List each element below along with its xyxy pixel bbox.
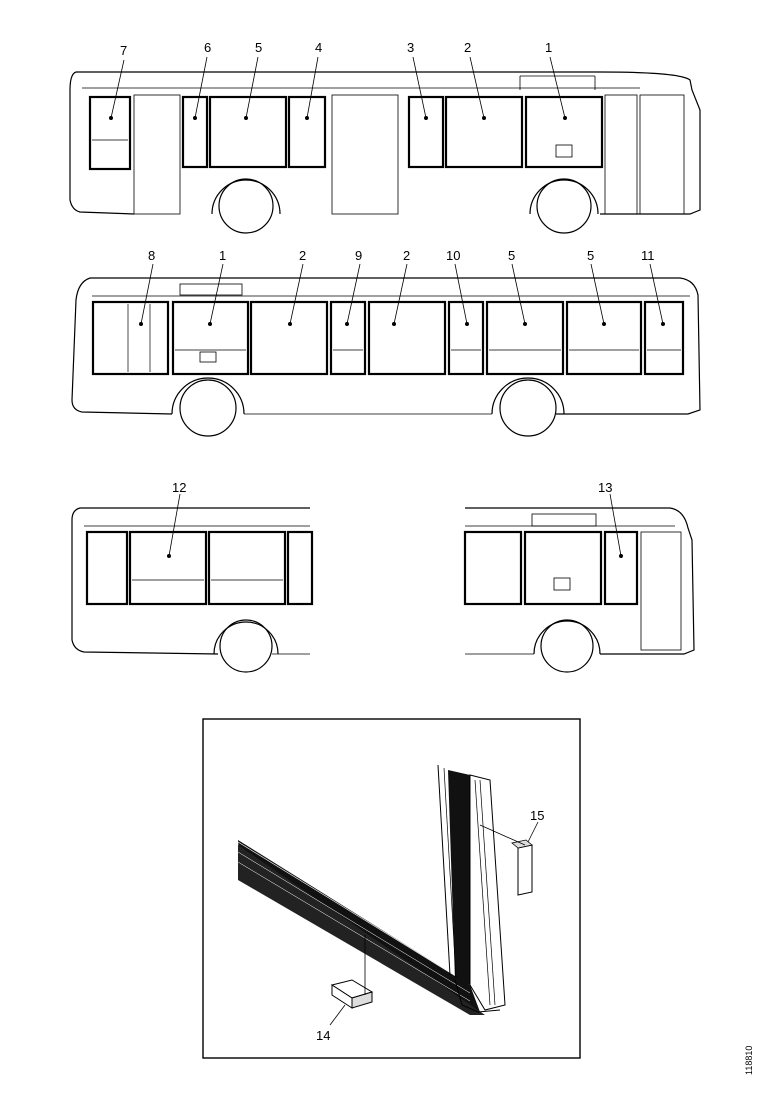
window-1b bbox=[171, 300, 250, 376]
window-1c bbox=[523, 530, 603, 606]
window-5c bbox=[565, 300, 643, 376]
label-1-mid: 1 bbox=[219, 248, 226, 263]
label-14: 14 bbox=[316, 1028, 330, 1043]
label-7: 7 bbox=[120, 43, 127, 58]
label-2-mid-a: 2 bbox=[299, 248, 306, 263]
window-2b bbox=[249, 300, 329, 376]
window-10 bbox=[447, 300, 485, 376]
part-15-block bbox=[517, 844, 533, 896]
label-1-top: 1 bbox=[545, 40, 552, 55]
label-5-top: 5 bbox=[255, 40, 262, 55]
window-2c bbox=[367, 300, 447, 376]
label-6: 6 bbox=[204, 40, 211, 55]
label-5-mid-a: 5 bbox=[508, 248, 515, 263]
window-7 bbox=[88, 95, 132, 171]
label-11: 11 bbox=[641, 248, 655, 263]
window-9 bbox=[329, 300, 367, 376]
bus-view-right-side: 7 6 5 4 3 2 1 bbox=[69, 40, 701, 234]
window-3 bbox=[407, 95, 445, 169]
label-9: 9 bbox=[355, 248, 362, 263]
label-12: 12 bbox=[172, 480, 186, 495]
window-4 bbox=[287, 95, 327, 169]
seal-detail-inset: 15 14 bbox=[202, 718, 581, 1059]
figure-code: 118810 bbox=[744, 1046, 754, 1075]
label-5-mid-b: 5 bbox=[587, 248, 594, 263]
window-12 bbox=[128, 530, 208, 606]
window-cut-right bbox=[463, 530, 523, 606]
label-15: 15 bbox=[530, 808, 544, 823]
label-8: 8 bbox=[148, 248, 155, 263]
label-2-top: 2 bbox=[464, 40, 471, 55]
window-13 bbox=[603, 530, 639, 606]
bus-view-left-side: 8 1 2 9 2 10 5 5 11 bbox=[71, 248, 701, 437]
window-11 bbox=[643, 300, 685, 376]
window-cut-left bbox=[286, 530, 314, 606]
window-rear-left bbox=[207, 530, 287, 606]
window-6 bbox=[181, 95, 209, 169]
label-10: 10 bbox=[446, 248, 460, 263]
window-1a bbox=[524, 95, 604, 169]
window-front-left bbox=[85, 530, 129, 606]
bus-view-partial-right: 13 bbox=[463, 480, 695, 673]
window-8 bbox=[91, 300, 170, 376]
label-13: 13 bbox=[598, 480, 612, 495]
label-4: 4 bbox=[315, 40, 322, 55]
window-5b bbox=[485, 300, 565, 376]
bus-view-partial-left: 12 bbox=[71, 480, 314, 673]
label-3: 3 bbox=[407, 40, 414, 55]
rubber-seal-profile bbox=[237, 764, 506, 1015]
window-2a bbox=[444, 95, 524, 169]
label-2-mid-b: 2 bbox=[403, 248, 410, 263]
